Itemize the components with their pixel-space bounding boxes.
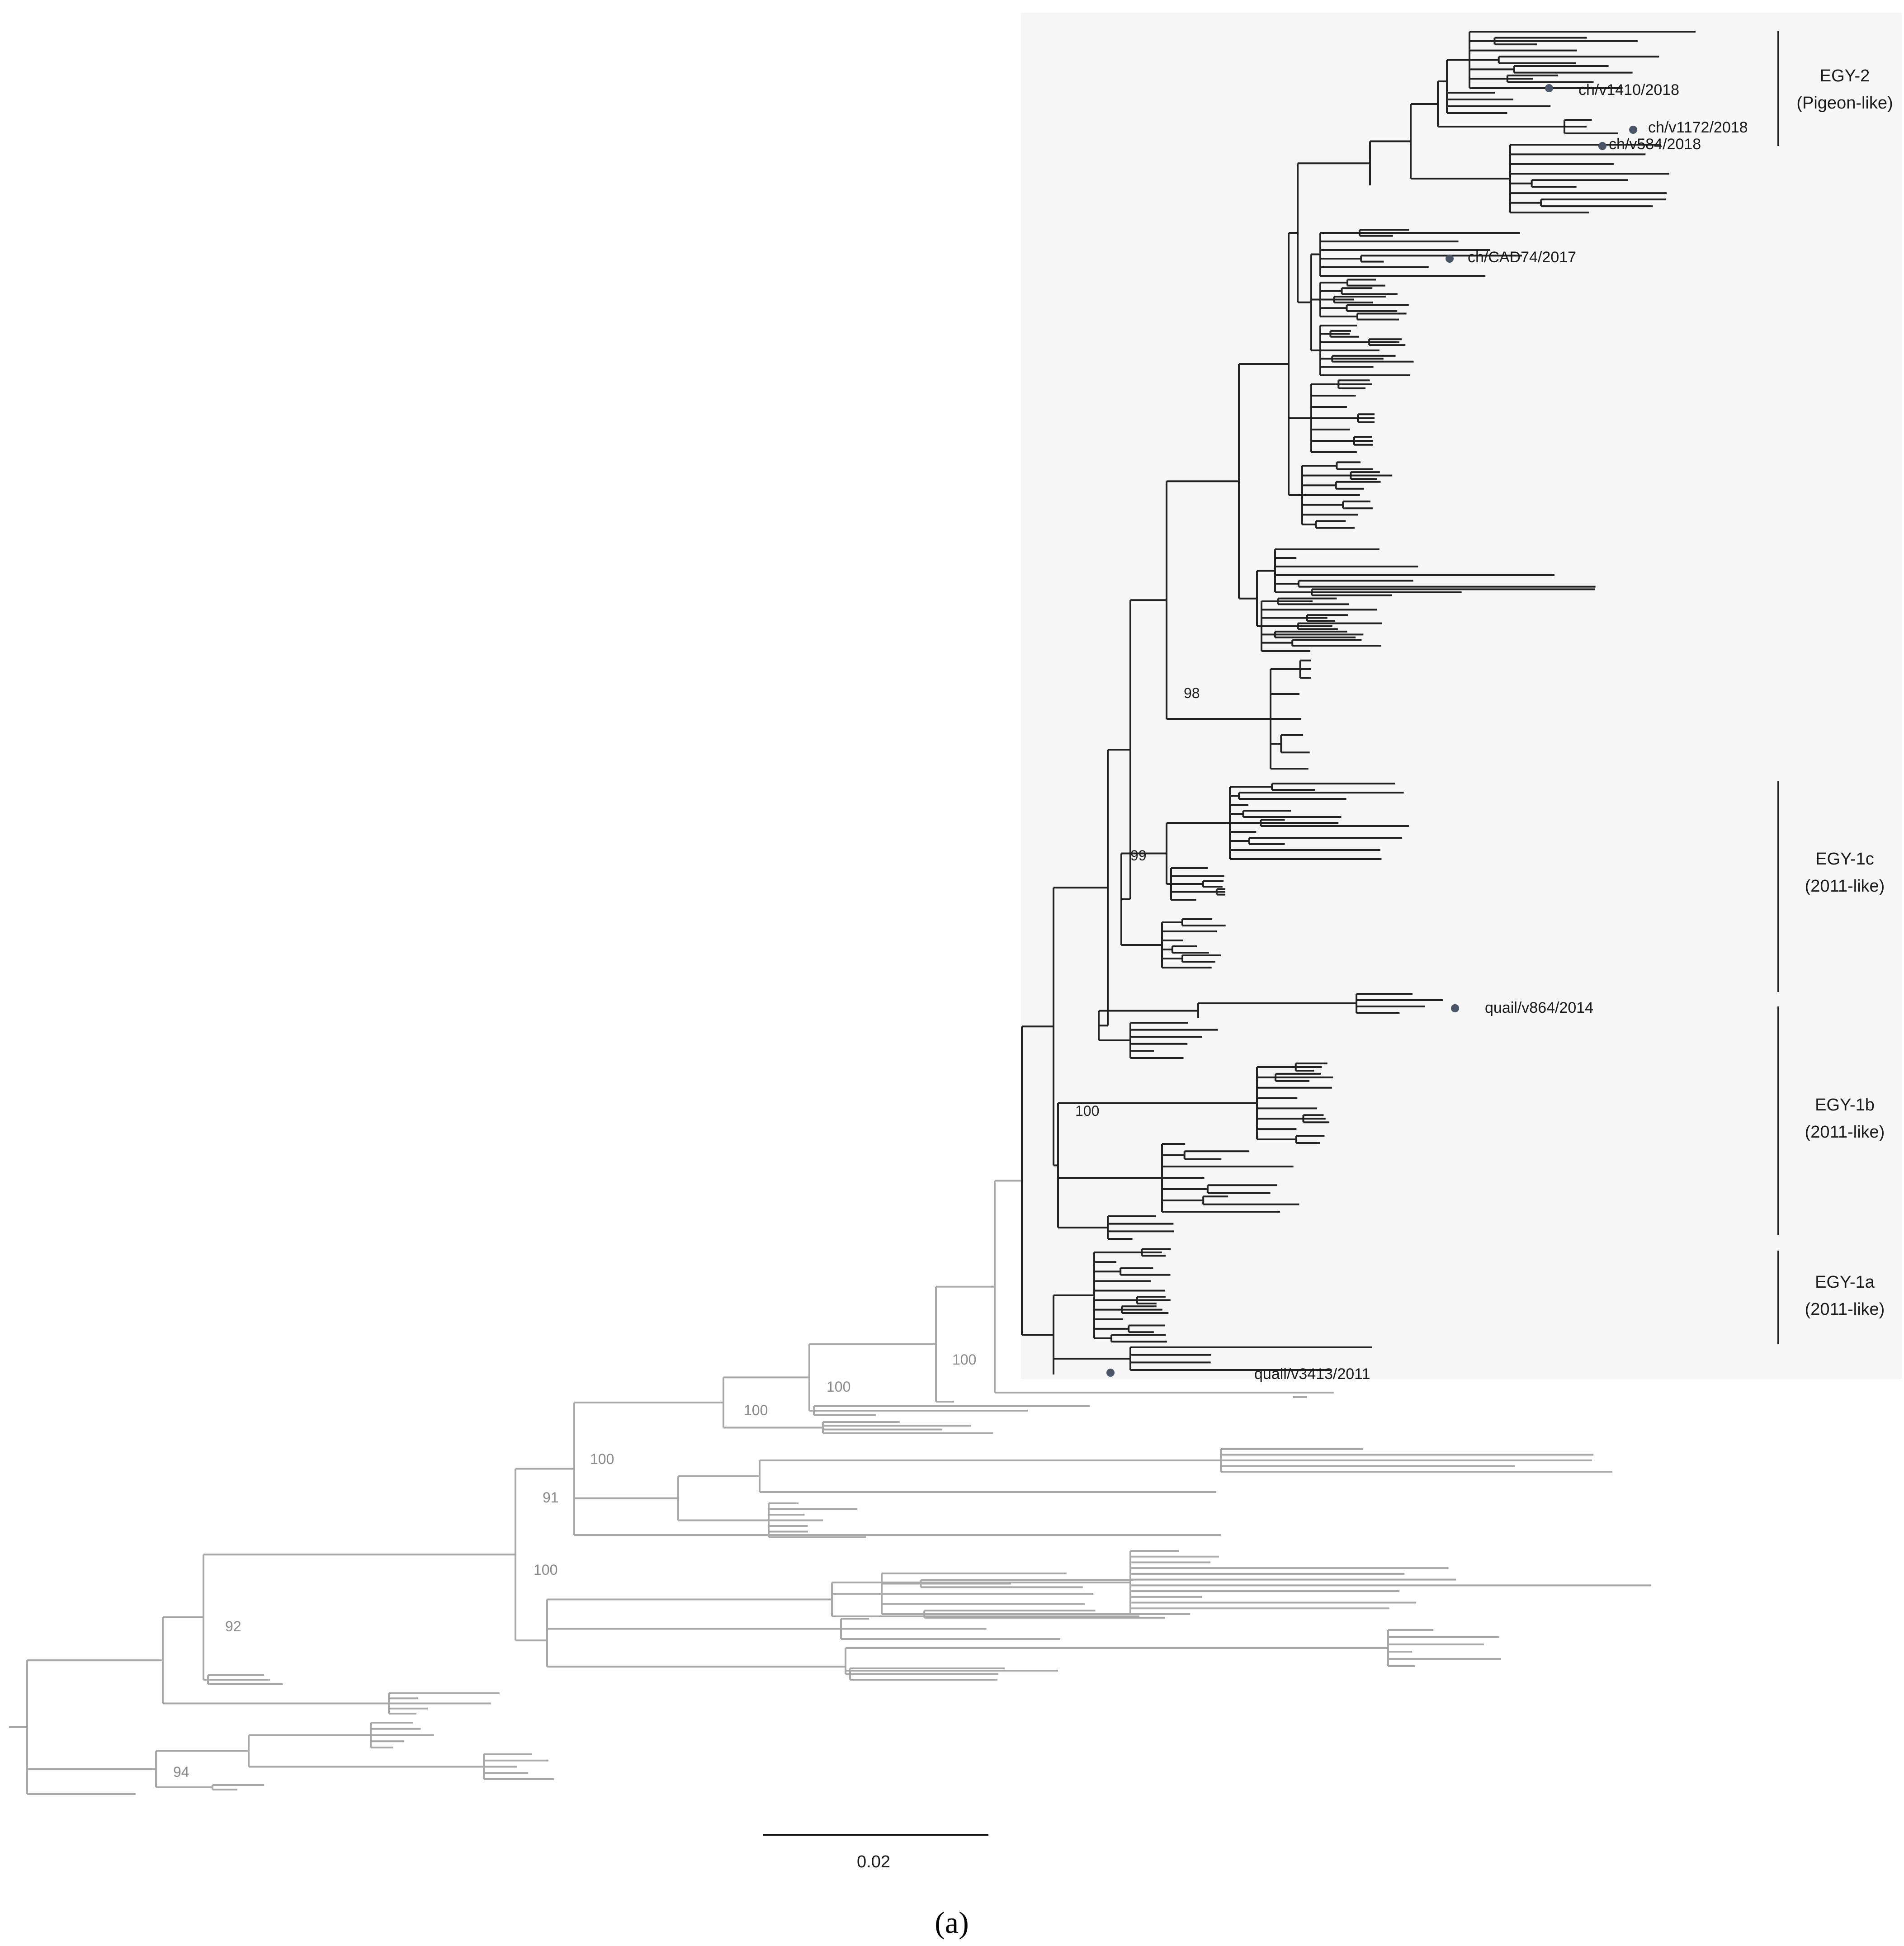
- tree-branch: [1368, 338, 1406, 346]
- tree-branch: [1181, 918, 1226, 926]
- isolate-label: quail/v864/2014: [1485, 999, 1593, 1016]
- tree-branch: [1280, 734, 1310, 754]
- tree-branch: [1353, 436, 1374, 446]
- tree-branch: [155, 1750, 249, 1788]
- tree-branch: [822, 1421, 993, 1434]
- tree-branch: [1202, 880, 1224, 888]
- clade-name: EGY-1c: [1815, 850, 1874, 869]
- scale-bar-label: 0.02: [857, 1852, 890, 1871]
- isolate-marker: [1451, 1004, 1459, 1012]
- tree-branch: [995, 1392, 1334, 1398]
- isolate-label: ch/v1172/2018: [1648, 119, 1748, 136]
- tree-branch: [1110, 1334, 1167, 1343]
- isolate-marker: [1629, 126, 1637, 134]
- clade-subtitle: (2011-like): [1805, 1300, 1885, 1319]
- tree-branch: [1295, 1063, 1328, 1072]
- tree-branch: [808, 1343, 936, 1412]
- bootstrap-value: 100: [1075, 1103, 1099, 1119]
- tree-branch: [1540, 198, 1667, 208]
- tree-branch: [248, 1734, 484, 1768]
- isolate-label: ch/v1410/2018: [1578, 81, 1679, 99]
- tree-branch: [1291, 639, 1381, 647]
- clade-subtitle: (Pigeon-like): [1796, 94, 1893, 113]
- clade-name: EGY-2: [1820, 66, 1870, 85]
- tree-branch: [994, 1180, 1022, 1393]
- bootstrap-value: 100: [827, 1379, 850, 1395]
- clade-subtitle: (2011-like): [1805, 877, 1885, 896]
- tree-branch: [1360, 255, 1522, 263]
- isolate-marker: [1106, 1369, 1115, 1377]
- tree-branch: [1299, 659, 1311, 679]
- tree-branch: [162, 1616, 389, 1705]
- tree-branch: [1337, 379, 1372, 389]
- tree-branch: [1274, 630, 1364, 638]
- isolate-marker: [1545, 84, 1553, 92]
- tree-branch: [1021, 1025, 1054, 1336]
- clade-name: EGY-1b: [1815, 1096, 1875, 1115]
- tree-branch: [813, 1405, 1090, 1416]
- isolate-markers: [1106, 84, 1637, 1377]
- background-lineages: [9, 1180, 1651, 1795]
- tree-branch: [388, 1692, 500, 1715]
- bootstrap-value: 100: [952, 1351, 976, 1368]
- bootstrap-value: 100: [590, 1451, 614, 1467]
- tree-branch: [1341, 287, 1398, 295]
- tree-branch: [546, 1598, 841, 1630]
- tree-branch: [1202, 1195, 1299, 1205]
- isolate-label: quail/v3413/2011: [1254, 1365, 1370, 1383]
- tree-branch: [1356, 312, 1407, 321]
- tree-branch: [1136, 1296, 1171, 1304]
- tree-branch: [1215, 888, 1225, 896]
- tree-branch: [1357, 413, 1375, 423]
- isolate-label: ch/CAD74/2017: [1468, 249, 1576, 266]
- bootstrap-value: 100: [534, 1562, 557, 1578]
- tree-branch: [840, 1618, 1060, 1640]
- isolate-marker: [1598, 142, 1606, 150]
- clade-name: EGY-1a: [1815, 1273, 1875, 1292]
- tree-branch: [1306, 614, 1348, 622]
- tree-branch: [546, 1614, 846, 1668]
- tree-branch: [1277, 597, 1350, 605]
- tree-branch: [723, 1376, 823, 1429]
- tree-branch: [370, 1722, 434, 1748]
- tree-branch: [1238, 792, 1404, 800]
- tree-branch: [1129, 1550, 1651, 1615]
- tree-branch: [203, 1554, 515, 1681]
- bootstrap-value: 99: [1130, 847, 1147, 864]
- tree-branch: [483, 1753, 554, 1780]
- tree-branch: [845, 1647, 1388, 1672]
- tree-branch: [207, 1674, 283, 1685]
- tree-branch: [212, 1784, 265, 1790]
- bootstrap-value: 100: [744, 1402, 768, 1418]
- isolate-label: ch/v584/2018: [1609, 136, 1701, 153]
- tree-branch: [920, 1579, 1134, 1588]
- tree-branch: [1220, 1448, 1612, 1473]
- tree-branch: [677, 1475, 769, 1521]
- highlight-region: [1021, 13, 1902, 1379]
- bootstrap-value: 91: [543, 1489, 559, 1506]
- bootstrap-value: 98: [1184, 685, 1200, 701]
- panel-label: (a): [935, 1905, 969, 1940]
- clade-subtitle: (2011-like): [1805, 1123, 1885, 1142]
- tree-branch: [1302, 1114, 1330, 1124]
- tree-branch: [26, 1659, 163, 1795]
- egy-lineages: [1021, 31, 1696, 1374]
- tree-branch: [1260, 819, 1409, 827]
- isolate-marker: [1446, 255, 1454, 263]
- tree-branch: [1120, 1305, 1169, 1314]
- bootstrap-value: 92: [225, 1618, 241, 1634]
- tree-branch: [1358, 229, 1520, 237]
- tree-branch: [759, 1460, 1221, 1493]
- tree-branch: [1387, 1629, 1501, 1667]
- tree-branch: [768, 1502, 866, 1538]
- tree-branch: [935, 1285, 995, 1403]
- bootstrap-value: 94: [173, 1764, 189, 1780]
- tree-branch: [1295, 1135, 1325, 1144]
